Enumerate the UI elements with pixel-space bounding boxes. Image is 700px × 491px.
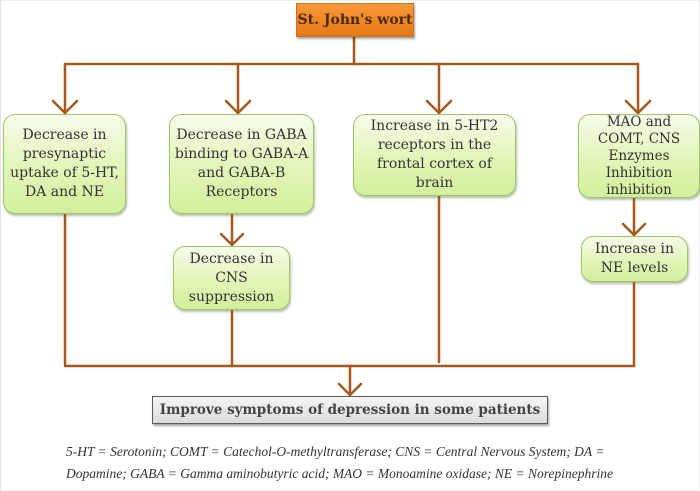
effect-box-presynaptic-uptake: Decrease in presynaptic uptake of 5-HT, … — [3, 114, 126, 214]
arrowhead-outcome — [337, 382, 363, 397]
effect-box-ne-levels: Increase in NE levels — [581, 236, 688, 282]
arrowhead-1 — [51, 99, 79, 115]
effect-box-cns-suppression: Decrease in CNS suppression — [173, 246, 290, 310]
effect-box-gaba-binding: Decrease in GABA binding to GABA-A and G… — [169, 114, 314, 214]
outcome-box: Improve symptoms of depression in some p… — [152, 396, 548, 424]
arrowhead-3 — [425, 99, 453, 115]
effect-label: Increase in 5-HT2 receptors in the front… — [370, 118, 499, 191]
arrowhead-b6 — [621, 222, 647, 237]
arrowhead-2 — [224, 99, 252, 115]
effect-label: Decrease in presynaptic uptake of 5-HT, … — [10, 127, 119, 200]
outcome-label: Improve symptoms of depression in some p… — [159, 402, 541, 418]
abbreviation-legend: 5-HT = Serotonin; COMT = Catechol-O-meth… — [66, 441, 666, 485]
effect-label: Increase in NE levels — [594, 241, 675, 276]
st-johns-wort-box: St. John's wort — [296, 3, 414, 37]
effect-label: Decrease in CNS suppression — [188, 250, 275, 305]
effect-box-5ht2-receptors: Increase in 5-HT2 receptors in the front… — [353, 114, 516, 196]
legend-line-2: Dopamine; GABA = Gamma aminobutyric acid… — [66, 466, 613, 481]
effect-label: Decrease in GABA binding to GABA-A and G… — [174, 127, 309, 200]
effect-label: MAO and COMT, CNS Enzymes Inhibition inh… — [597, 113, 681, 198]
effect-box-mao-comt-inhibition: MAO and COMT, CNS Enzymes Inhibition inh… — [578, 114, 700, 198]
arrowhead-b5 — [219, 232, 245, 247]
legend-line-1: 5-HT = Serotonin; COMT = Catechol-O-meth… — [66, 444, 605, 459]
arrowhead-4 — [624, 99, 652, 115]
st-johns-wort-label: St. John's wort — [297, 12, 413, 28]
